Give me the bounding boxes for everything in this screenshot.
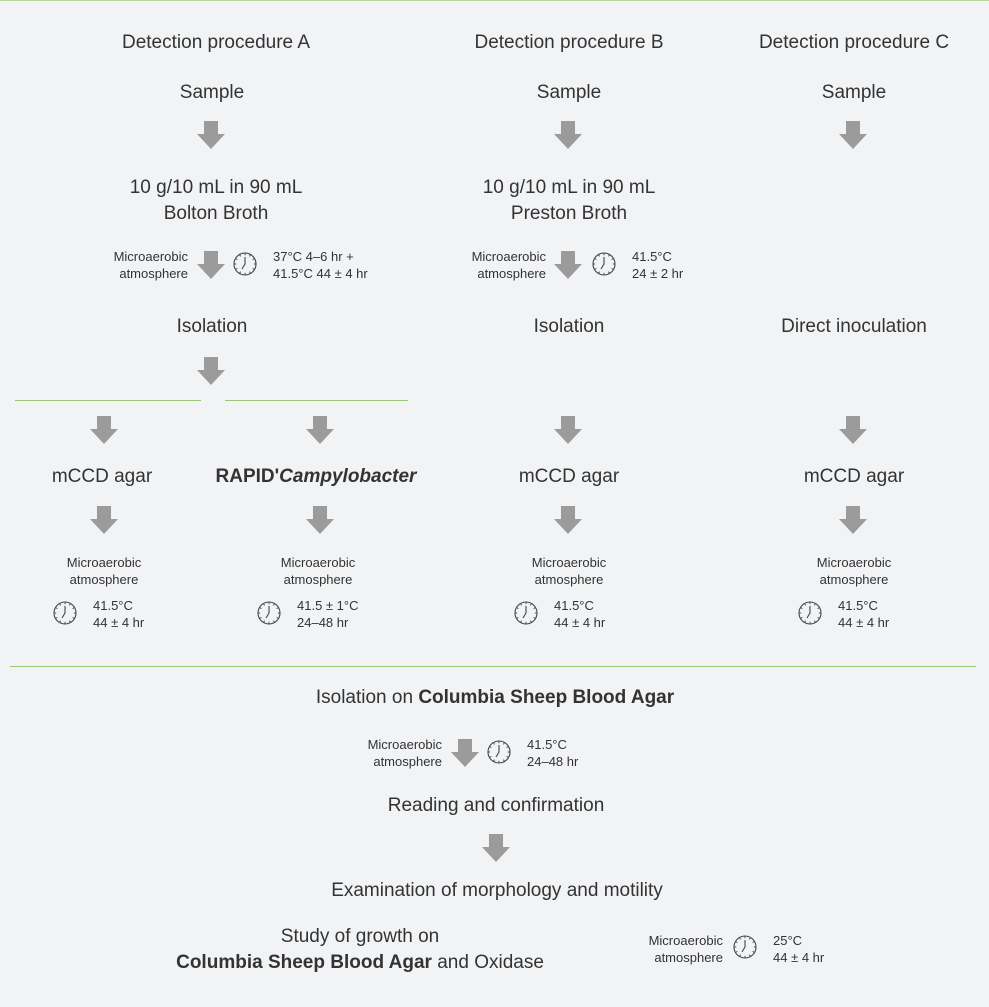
top-divider <box>0 0 989 1</box>
procedure-a-mccd-incubation: 41.5°C 44 ± 4 hr <box>93 598 145 630</box>
procedure-b-mccd-atmosphere: Microaerobic atmosphere <box>531 555 607 587</box>
clock-icon <box>487 740 511 764</box>
study-atmosphere: Microaerobic atmosphere <box>648 933 723 965</box>
procedure-a-rapid-atmosphere: Microaerobic atmosphere <box>280 555 356 587</box>
clock-icon <box>257 601 281 625</box>
procedure-b-atmosphere: Microaerobic atmosphere <box>471 249 546 281</box>
procedure-a-mccd-agar: mCCD agar <box>51 466 153 487</box>
procedure-c-sample: Sample <box>821 82 887 103</box>
arrow-down-icon <box>89 415 119 445</box>
procedure-b-enrichment: 10 g/10 mL in 90 mL Preston Broth <box>482 177 656 224</box>
arrow-down-icon <box>838 120 868 150</box>
confirmation-isolation: Isolation on Columbia Sheep Blood Agar <box>315 687 675 708</box>
arrow-down-icon <box>553 505 583 535</box>
clock-icon <box>514 601 538 625</box>
procedure-c-direct-inoculation: Direct inoculation <box>781 316 927 337</box>
confirmation-incubation: 41.5°C 24–48 hr <box>527 737 579 769</box>
clock-icon <box>733 935 757 959</box>
procedure-a-isolation: Isolation <box>176 316 248 337</box>
procedure-a-rapid-campylobacter: RAPID'Campylobacter <box>215 466 417 487</box>
procedure-b-isolation: Isolation <box>533 316 605 337</box>
arrow-down-icon <box>305 415 335 445</box>
study-incubation: 25°C 44 ± 4 hr <box>773 933 825 965</box>
procedure-a-incubation: 37°C 4–6 hr + 41.5°C 44 ± 4 hr <box>273 249 368 281</box>
procedure-c-mccd-incubation: 41.5°C 44 ± 4 hr <box>838 598 890 630</box>
study-of-growth: Study of growth on Columbia Sheep Blood … <box>176 926 544 973</box>
procedure-c-mccd-atmosphere: Microaerobic atmosphere <box>816 555 892 587</box>
arrow-down-icon <box>305 505 335 535</box>
arrow-down-icon <box>553 250 583 280</box>
arrow-down-icon <box>553 120 583 150</box>
arrow-down-icon <box>89 505 119 535</box>
arrow-down-icon <box>481 833 511 863</box>
procedure-b-mccd-incubation: 41.5°C 44 ± 4 hr <box>554 598 606 630</box>
examination-morphology-motility: Examination of morphology and motility <box>331 880 663 901</box>
split-divider-left <box>15 400 201 401</box>
arrow-down-icon <box>553 415 583 445</box>
arrow-down-icon <box>196 120 226 150</box>
procedure-b-incubation: 41.5°C 24 ± 2 hr <box>632 249 684 281</box>
procedure-a-atmosphere: Microaerobic atmosphere <box>113 249 188 281</box>
arrow-down-icon <box>838 505 868 535</box>
arrow-down-icon <box>450 738 480 768</box>
procedure-a-mccd-atmosphere: Microaerobic atmosphere <box>66 555 142 587</box>
confirmation-divider <box>10 666 976 667</box>
arrow-down-icon <box>838 415 868 445</box>
procedure-a-sample: Sample <box>179 82 245 103</box>
reading-and-confirmation: Reading and confirmation <box>387 795 605 816</box>
procedure-b-heading: Detection procedure B <box>474 32 664 53</box>
procedure-a-rapid-incubation: 41.5 ± 1°C 24–48 hr <box>297 598 359 630</box>
clock-icon <box>53 601 77 625</box>
procedure-c-mccd-agar: mCCD agar <box>803 466 905 487</box>
clock-icon <box>233 252 257 276</box>
confirmation-atmosphere: Microaerobic atmosphere <box>367 737 442 769</box>
arrow-down-icon <box>196 356 226 386</box>
split-divider-right <box>225 400 408 401</box>
clock-icon <box>798 601 822 625</box>
procedure-b-mccd-agar: mCCD agar <box>518 466 620 487</box>
procedure-a-enrichment: 10 g/10 mL in 90 mL Bolton Broth <box>129 177 303 224</box>
arrow-down-icon <box>196 250 226 280</box>
procedure-c-heading: Detection procedure C <box>758 32 950 53</box>
procedure-b-sample: Sample <box>536 82 602 103</box>
clock-icon <box>592 252 616 276</box>
procedure-a-heading: Detection procedure A <box>121 32 311 53</box>
